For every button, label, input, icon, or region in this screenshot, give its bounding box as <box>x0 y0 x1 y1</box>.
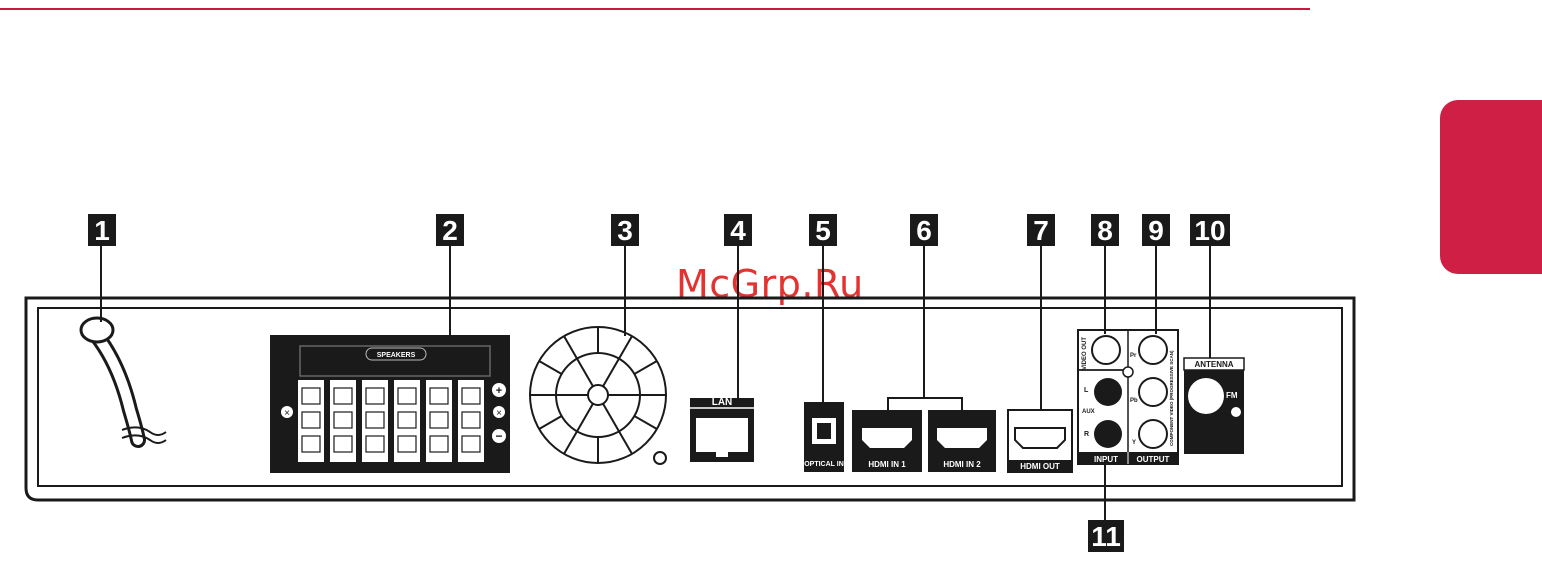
callout-11: 11 <box>1088 520 1124 552</box>
speakers-label: SPEAKERS <box>377 352 416 359</box>
svg-text:1: 1 <box>94 215 110 246</box>
svg-text:10: 10 <box>1194 215 1225 246</box>
cooling-fan <box>530 327 666 464</box>
callout-8: 8 <box>1091 214 1119 246</box>
callout-9: 9 <box>1142 214 1170 246</box>
hdmi-in-ports: HDMI IN 1 HDMI IN 2 <box>852 398 996 472</box>
callout-4: 4 <box>724 214 752 246</box>
fan-spoke <box>539 416 562 429</box>
svg-text:7: 7 <box>1033 215 1049 246</box>
hdmi-in-2-label: HDMI IN 2 <box>943 460 981 469</box>
pb-label: Pb <box>1130 398 1138 404</box>
input-label: INPUT <box>1094 455 1118 464</box>
fan-spoke <box>619 336 632 359</box>
power-cord <box>81 318 166 443</box>
callout-1: 1 <box>88 214 116 246</box>
fm-label: FM <box>1226 391 1238 400</box>
video-out-label: VIDEO OUT <box>1082 337 1088 370</box>
callout-7: 7 <box>1027 214 1055 246</box>
component-label: COMPONENT VIDEO (PROGRESSIVE SCAN) <box>1169 350 1174 446</box>
antenna-jack: ANTENNA FM <box>1184 358 1244 454</box>
callout-3: 3 <box>611 214 639 246</box>
svg-text:9: 9 <box>1148 215 1164 246</box>
callout-10: 10 <box>1190 214 1230 246</box>
aux-l-label: L <box>1084 387 1089 394</box>
svg-text:11: 11 <box>1091 521 1121 552</box>
pr-label: Pr <box>1130 353 1137 359</box>
leader-lines <box>101 246 1210 520</box>
svg-text:4: 4 <box>730 215 746 246</box>
fan-inner-spoke <box>577 404 593 432</box>
hdmi-in-1-label: HDMI IN 1 <box>868 460 906 469</box>
svg-text:8: 8 <box>1097 215 1113 246</box>
svg-text:2: 2 <box>442 215 458 246</box>
fan-spoke <box>564 431 577 454</box>
y-label: Y <box>1132 440 1136 446</box>
svg-text:6: 6 <box>916 215 932 246</box>
svg-text:−: − <box>495 429 502 443</box>
output-label: OUTPUT <box>1137 455 1170 464</box>
svg-text:5: 5 <box>815 215 831 246</box>
optical-in-port: OPTICAL IN <box>804 402 844 472</box>
fan-spoke <box>539 361 562 374</box>
antenna-label: ANTENNA <box>1194 360 1233 369</box>
callout-5: 5 <box>809 214 837 246</box>
aux-r-label: R <box>1084 431 1089 438</box>
hdmi-out-label: HDMI OUT <box>1020 462 1060 471</box>
fan-spoke <box>619 431 632 454</box>
fan-inner-spoke <box>603 359 619 387</box>
fan-spoke <box>564 336 577 359</box>
fan-spoke <box>634 416 657 429</box>
svg-text:×: × <box>284 408 290 419</box>
av-jack-panel: VIDEO OUT L AUX R Pr Pb Y COMPONENT VIDE… <box>1078 330 1178 464</box>
optical-in-label: OPTICAL IN <box>804 461 844 468</box>
aux-label: AUX <box>1082 409 1095 415</box>
lan-label: LAN <box>712 397 733 408</box>
svg-text:×: × <box>496 408 502 419</box>
svg-text:+: + <box>496 385 502 397</box>
callout-6: 6 <box>910 214 938 246</box>
lan-port: LAN <box>690 397 754 462</box>
fan-inner-spoke <box>603 404 619 432</box>
fan-spoke <box>634 361 657 374</box>
callout-2: 2 <box>436 214 464 246</box>
svg-text:3: 3 <box>617 215 633 246</box>
fan-inner-spoke <box>577 359 593 387</box>
hdmi-out-port: HDMI OUT <box>1008 410 1072 472</box>
speaker-terminals: SPEAKERS × + × − <box>270 335 510 473</box>
